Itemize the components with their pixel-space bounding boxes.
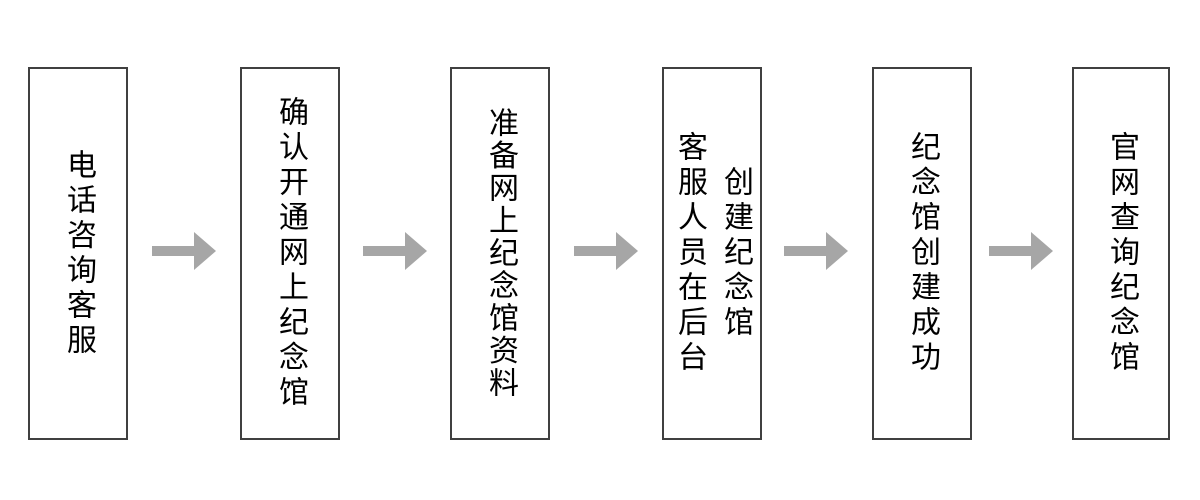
flow-step-confirm-open: 确认开通网上纪念馆: [240, 67, 340, 440]
arrow-right-icon: [363, 232, 427, 270]
arrow-right-icon: [574, 232, 638, 270]
flow-step-backend-create-label-line2: 创建纪念馆: [718, 166, 753, 341]
flow-step-phone-consult: 电话咨询客服: [28, 67, 128, 440]
flow-step-phone-consult-label: 电话咨询客服: [61, 148, 96, 359]
arrow-right-icon: [989, 232, 1053, 270]
flow-step-create-success: 纪念馆创建成功: [872, 67, 972, 440]
flow-step-prepare-materials-label: 准备网上纪念馆资料: [483, 107, 518, 400]
flow-step-confirm-open-label: 确认开通网上纪念馆: [273, 96, 308, 411]
flow-step-backend-create-label-line1: 客服人员在后台: [672, 131, 707, 376]
arrow-right-icon: [784, 232, 848, 270]
arrow-right-icon: [152, 232, 216, 270]
flow-step-backend-create: 客服人员在后台 创建纪念馆: [662, 67, 762, 440]
flow-step-create-success-label: 纪念馆创建成功: [905, 131, 940, 376]
flow-step-query-official-site-label: 官网查询纪念馆: [1104, 131, 1139, 376]
flow-step-query-official-site: 官网查询纪念馆: [1072, 67, 1170, 440]
flow-step-prepare-materials: 准备网上纪念馆资料: [450, 67, 550, 440]
